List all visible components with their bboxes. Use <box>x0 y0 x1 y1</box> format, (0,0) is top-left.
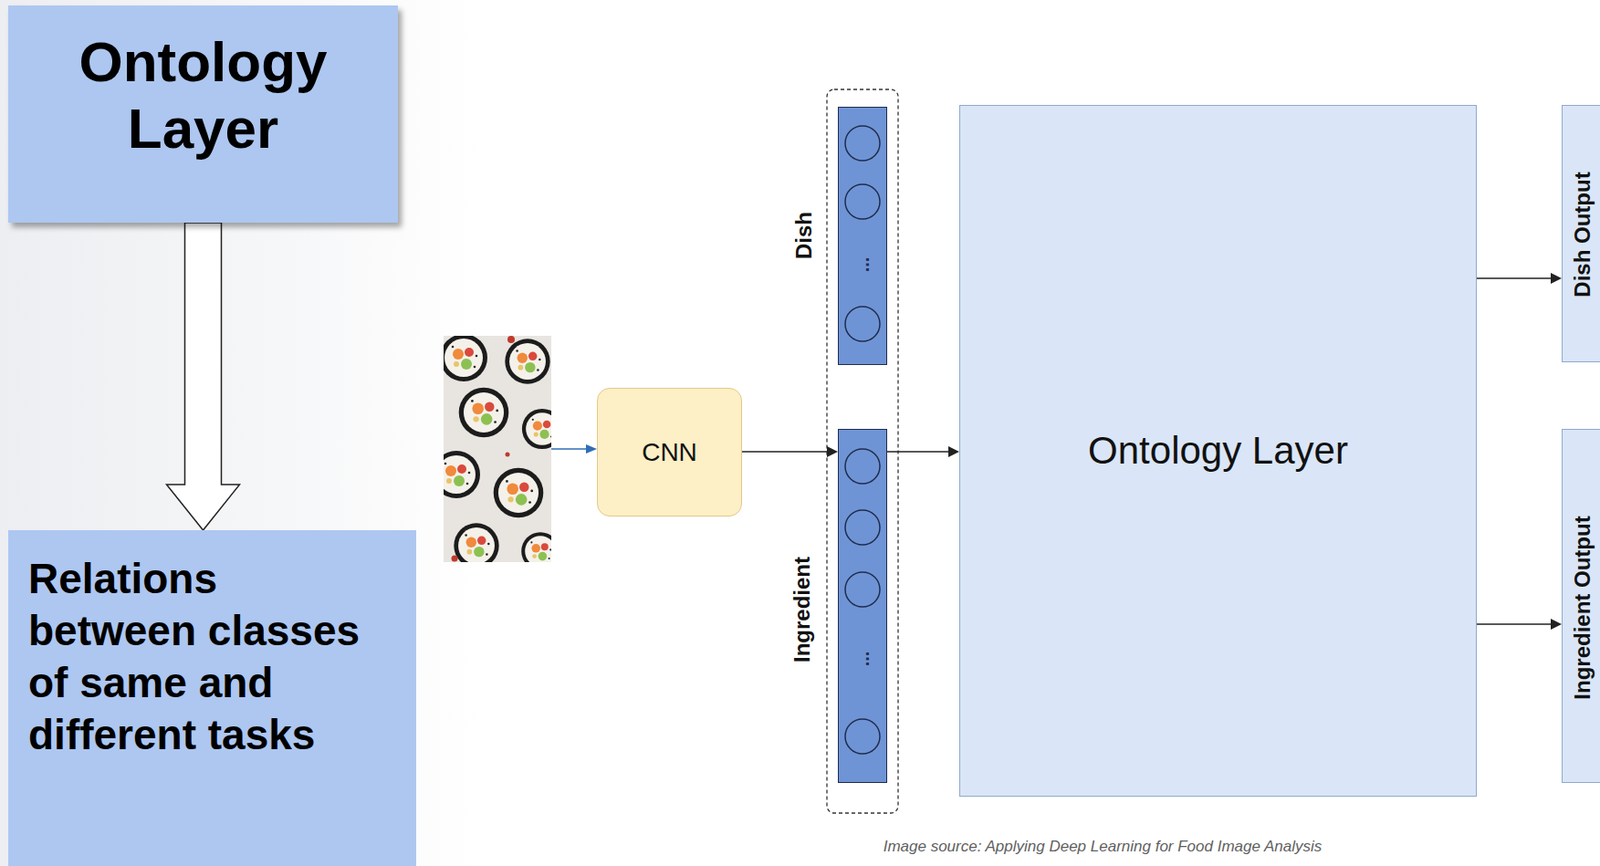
sushi-photo <box>443 335 552 563</box>
vector-heading: Ingredient <box>790 556 815 663</box>
output-box: Ingredient Output <box>1561 428 1600 784</box>
output-box: Dish Output <box>1561 104 1600 363</box>
process-box: CNN <box>596 387 743 517</box>
neuron-circle <box>845 306 880 342</box>
arrowhead <box>1550 618 1562 630</box>
neuron-circle <box>845 125 880 161</box>
connector-line <box>1476 277 1553 280</box>
output-vector: Ingredient... <box>837 428 888 784</box>
neuron-circle <box>845 184 880 220</box>
neuron-column <box>837 106 888 366</box>
arrowhead <box>1550 272 1562 284</box>
process-label: CNN <box>641 437 698 469</box>
connector <box>1476 618 1562 630</box>
neuron-column <box>837 428 888 784</box>
block-arrow <box>167 222 241 531</box>
output-label: Ingredient Output <box>1570 515 1595 700</box>
neuron-circle <box>845 510 880 545</box>
layer-label: Ontology Layer <box>1087 428 1349 474</box>
neuron-circle <box>845 719 880 754</box>
description-text: Relations between classes of same and di… <box>28 553 376 762</box>
arrowhead <box>826 446 838 458</box>
input-arrowhead <box>585 444 597 454</box>
connector <box>167 222 241 531</box>
neuron-circle <box>845 449 880 484</box>
ellipsis: ... <box>853 257 872 273</box>
output-vector: Dish... <box>837 106 888 366</box>
connector <box>742 446 838 458</box>
ellipsis: ... <box>853 651 872 668</box>
connector-line <box>742 450 829 453</box>
connector <box>1476 272 1562 284</box>
title-box: Ontology Layer <box>8 5 398 223</box>
connector-line <box>1476 623 1553 626</box>
layer-box: Ontology Layer <box>959 104 1477 797</box>
arrowhead <box>948 446 960 458</box>
description-box: Relations between classes of same and di… <box>8 530 417 866</box>
neuron-circle <box>845 572 880 607</box>
vector-heading: Dish <box>792 211 816 260</box>
output-label: Dish Output <box>1570 171 1595 297</box>
connector-line <box>887 450 951 453</box>
connector <box>887 446 960 458</box>
input-arrow <box>551 448 588 450</box>
box-title: Ontology Layer <box>17 28 389 162</box>
image-caption: Image source: Applying Deep Learning for… <box>883 837 1323 857</box>
